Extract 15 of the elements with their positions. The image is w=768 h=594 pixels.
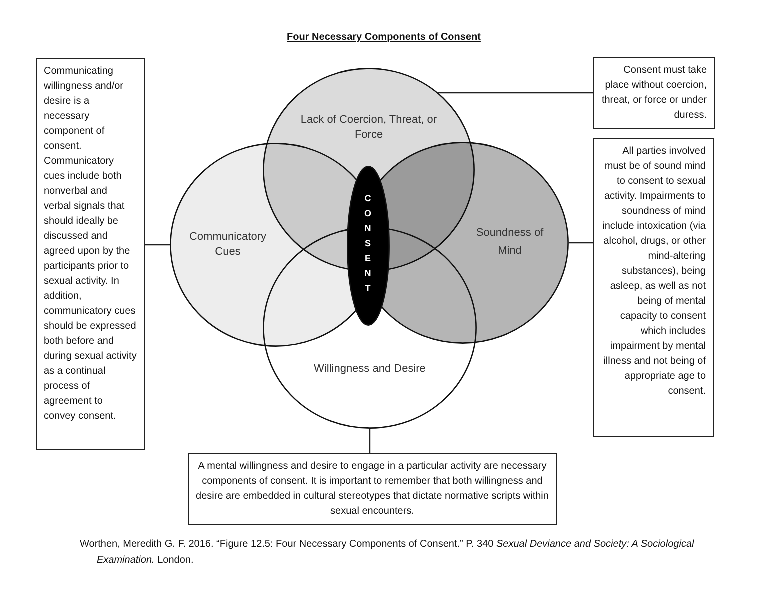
- callout-box: All parties involved must be of sound mind to consent to sexual activity. Impairments to soundness of mind include intoxication (via alcohol, drugs, or other mind-altering substances), being asleep, as well as not being of mental capacity to consent which includes impairment by mental illness and not being of appropriate age to consent.: [593, 138, 714, 437]
- leader-line: [438, 92, 593, 94]
- callout-box: Communicating willingness and/or desire is a necessary component of consent. Communicatory cues include both nonverbal and verbal signals that should ideally be discussed and agreed upon by the participants prior to sexual activity. In addition, communicatory cues should be expressed both before and during sexual activity as a continual process of agreement to convey consent.: [36, 58, 145, 450]
- callout-box: Consent must take place without coercion, threat, or force or under duress.: [593, 57, 715, 129]
- diagram-title: Four Necessary Components of Consent: [287, 32, 481, 43]
- leader-line: [145, 244, 170, 246]
- leader-line: [569, 242, 593, 244]
- circle-label: Lack of Coercion, Threat, or Force: [300, 113, 438, 143]
- citation-text: Worthen, Meredith G. F. 2016. “Figure 12.5: Four Necessary Components of Consent.” P. 340 Sexual Deviance and Society: A Sociological Examination. London.: [80, 538, 696, 568]
- circle-label: Willingness and Desire: [313, 362, 427, 377]
- ellipse-label: CONSENT: [363, 194, 373, 298]
- circle-label: Communicatory Cues: [188, 230, 268, 260]
- circle-label: Soundness of Mind: [475, 226, 545, 259]
- callout-box: A mental willingness and desire to engage in a particular activity are necessary components of consent. It is important to remember that both willingness and desire are embedded in cultural stereotypes that dictate normative scripts within sexual encounters.: [188, 453, 557, 525]
- leader-line: [369, 429, 371, 453]
